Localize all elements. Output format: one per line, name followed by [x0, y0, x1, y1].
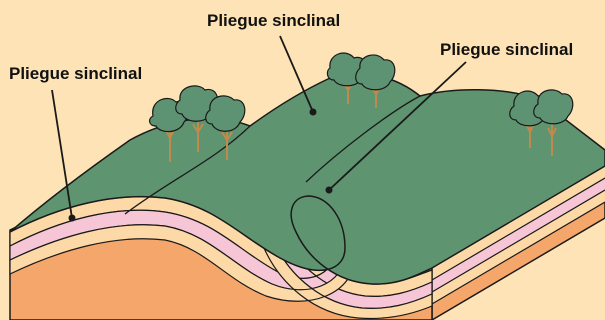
label-right: Pliegue sinclinal — [440, 41, 573, 58]
leader-dot-right — [326, 187, 333, 194]
leader-dot-middle — [310, 109, 317, 116]
label-left: Pliegue sinclinal — [9, 65, 142, 82]
leader-dot-left — [69, 215, 76, 222]
label-middle: Pliegue sinclinal — [207, 12, 340, 29]
